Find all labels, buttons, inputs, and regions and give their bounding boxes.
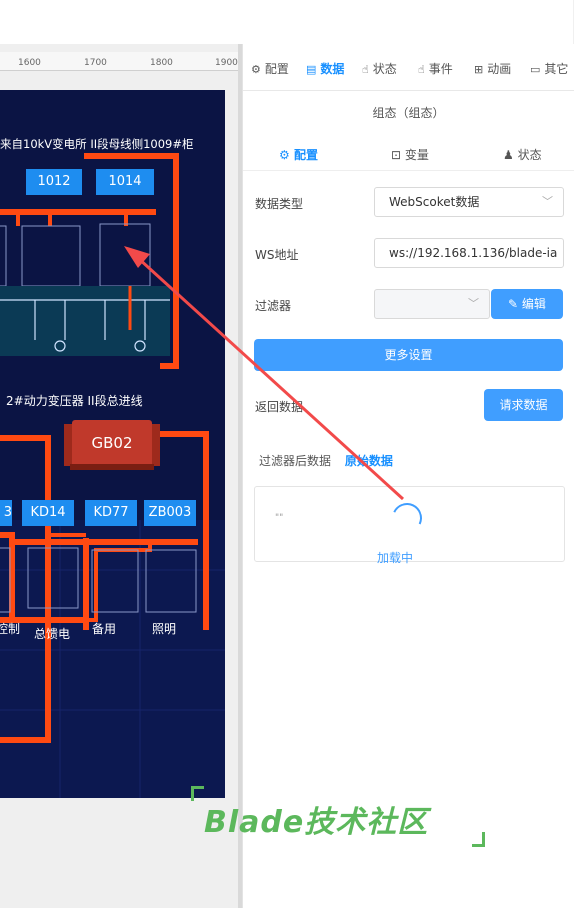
- user-icon: ♟: [503, 148, 518, 162]
- response-snippet: "": [275, 513, 284, 523]
- cabinet-kd77[interactable]: KD77: [85, 500, 137, 526]
- edit-button-label: 编辑: [521, 297, 546, 311]
- sub-tabs: ⚙ 配置 ⊡ 变量 ♟ 状态: [243, 136, 574, 171]
- watermark-corner: [191, 786, 204, 801]
- subtab-label: 变量: [404, 148, 429, 162]
- ruler-tick: 1800: [150, 58, 173, 68]
- loading-text: 加载中: [377, 551, 414, 565]
- request-data-button[interactable]: 请求数据: [484, 389, 563, 421]
- tab-data[interactable]: ▤数据: [306, 60, 344, 77]
- ruler-tick: 1700: [84, 58, 107, 68]
- bottom-label: 照明: [152, 622, 177, 636]
- ws-address-input[interactable]: ws://192.168.1.136/blade-ia: [374, 238, 564, 268]
- response-viewer: "" 加载中: [254, 486, 565, 565]
- cabinet-zb003[interactable]: ZB003: [144, 500, 196, 526]
- return-data-label: 返回数据: [255, 400, 304, 414]
- tab-label: 数据: [320, 62, 345, 76]
- gear-icon: ⚙: [279, 148, 294, 162]
- loading-spinner-icon: [387, 498, 427, 538]
- edit-button[interactable]: ✎ 编辑: [491, 289, 563, 319]
- transformer-label[interactable]: GB02: [91, 434, 133, 452]
- cabinet-1014[interactable]: 1014: [96, 169, 154, 195]
- ruler-tick: 1600: [18, 58, 41, 68]
- data-type-select[interactable]: WebScoket数据 ﹀: [374, 187, 564, 217]
- horizontal-ruler: 1600 1700 1800 1900: [0, 52, 238, 71]
- variable-icon: ⊡: [391, 148, 405, 162]
- bottom-label: 控制: [0, 622, 21, 636]
- cabinet-partial[interactable]: 3: [0, 500, 12, 526]
- more-settings-button[interactable]: 更多设置: [254, 339, 563, 371]
- data-type-label: 数据类型: [255, 197, 304, 211]
- cabinet-kd14[interactable]: KD14: [22, 500, 74, 526]
- cabinet-1012[interactable]: 1012: [26, 169, 82, 195]
- tab-label: 事件: [428, 62, 453, 76]
- chevron-down-icon: ﹀: [542, 195, 553, 208]
- bottom-label: 备用: [92, 622, 117, 636]
- watermark: Blade技术社区: [204, 805, 429, 840]
- tab-label: 配置: [264, 62, 289, 76]
- tab-label: 状态: [372, 62, 397, 76]
- subtab-config[interactable]: ⚙ 配置: [279, 146, 318, 163]
- tab-label: 其它: [544, 62, 569, 76]
- panel-title: 组态（组态）: [372, 106, 445, 120]
- gear-icon: ⚙: [251, 63, 261, 76]
- bottom-label: 总馈电: [34, 627, 71, 641]
- subtab-label: 配置: [293, 148, 318, 162]
- watermark-corner: [472, 832, 485, 847]
- tab-status[interactable]: ☝状态: [362, 60, 397, 77]
- filter-label: 过滤器: [255, 299, 292, 313]
- property-panel: ⚙配置 ▤数据 ☝状态 ☝事件 ⊞动画 ▭其它 组态（组态） ⚙ 配置 ⊡ 变量…: [242, 44, 574, 908]
- data-icon: ▤: [306, 63, 317, 76]
- tab-label: 动画: [487, 62, 512, 76]
- tab-event[interactable]: ☝事件: [418, 60, 453, 77]
- tab-animation[interactable]: ⊞动画: [474, 60, 511, 77]
- diagram-header: 来自10kV变电所 II段母线侧1009#柜: [0, 137, 194, 151]
- tab-config[interactable]: ⚙配置: [251, 60, 289, 77]
- tab-filtered-data[interactable]: 过滤器后数据: [259, 454, 332, 468]
- response-tabs: 过滤器后数据 原始数据: [259, 452, 393, 469]
- pointer-icon: ☝: [418, 63, 425, 76]
- ws-address-label: WS地址: [255, 248, 299, 262]
- subtab-status[interactable]: ♟ 状态: [503, 146, 542, 163]
- subtab-variable[interactable]: ⊡ 变量: [391, 146, 429, 163]
- filter-select[interactable]: ﹀: [374, 289, 490, 319]
- folder-icon: ▭: [530, 63, 541, 76]
- top-bar: [0, 0, 573, 45]
- transformer-caption: 2#动力变压器 II段总进线: [6, 394, 143, 408]
- subtab-label: 状态: [517, 148, 542, 162]
- tab-raw-data[interactable]: 原始数据: [344, 454, 393, 468]
- edit-icon: ✎: [508, 297, 522, 311]
- grid-icon: ⊞: [474, 63, 484, 76]
- tab-other[interactable]: ▭其它: [530, 60, 568, 77]
- data-type-value: WebScoket数据: [389, 195, 480, 209]
- scada-diagram[interactable]: 来自10kV变电所 II段母线侧1009#柜 1012 1014 2#动力变压器…: [0, 90, 225, 798]
- chevron-down-icon: ﹀: [468, 297, 479, 310]
- hand-icon: ☝: [362, 63, 369, 76]
- panel-tabs: ⚙配置 ▤数据 ☝状态 ☝事件 ⊞动画 ▭其它: [243, 44, 574, 91]
- ruler-tick: 1900: [215, 58, 238, 68]
